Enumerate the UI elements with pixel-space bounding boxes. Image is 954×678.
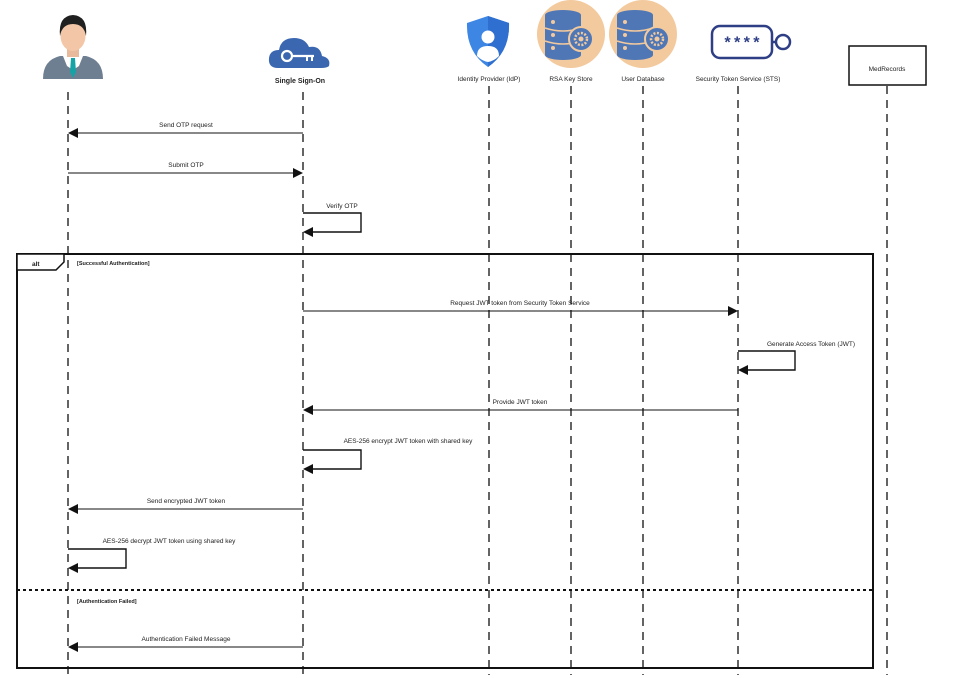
message-label: Submit OTP — [168, 162, 203, 169]
shield-user-icon — [466, 16, 510, 67]
message-label: Send encrypted JWT token — [147, 498, 226, 505]
self-message-loop — [738, 350, 796, 371]
participant-label-rsa: RSA Key Store — [549, 76, 593, 83]
password-key-icon: **** — [710, 24, 792, 60]
message-label: AES-256 decrypt JWT token using shared k… — [103, 538, 237, 545]
arrowhead — [728, 306, 738, 316]
message-label: Generate Access Token (JWT) — [767, 341, 855, 348]
arrowhead — [738, 365, 748, 375]
database-gear-icon — [537, 0, 605, 68]
arrowhead — [303, 464, 313, 474]
arrowhead — [68, 642, 78, 652]
sts-icon-text: **** — [723, 35, 761, 53]
participant-label-userdb: User Database — [621, 76, 665, 83]
arrowhead — [293, 168, 303, 178]
alt-guard-failed: [Authentication Failed] — [77, 599, 137, 605]
alt-guard-success: [Successful Authentication] — [77, 261, 150, 267]
message-label: Verify OTP — [326, 203, 357, 210]
arrowhead — [68, 563, 78, 573]
message-label: Authentication Failed Message — [142, 636, 231, 643]
self-message-loop — [68, 548, 127, 569]
alt-fragment-tab — [16, 253, 65, 271]
arrowhead — [68, 504, 78, 514]
participant-label-sso: Single Sign-On — [275, 78, 325, 85]
message-label: Request JWT token from Security Token Se… — [450, 300, 590, 307]
participant-label-med: MedRecords — [869, 66, 907, 73]
alt-operator: alt — [32, 261, 40, 268]
self-message-loop — [303, 212, 362, 233]
arrowhead — [303, 405, 313, 415]
cloud-key-icon — [268, 38, 330, 68]
message-label: Provide JWT token — [493, 399, 548, 406]
self-message-loop — [303, 449, 362, 470]
arrowhead — [303, 227, 313, 237]
participant-label-idp: Identity Provider (IdP) — [458, 76, 521, 83]
alt-fragment — [16, 253, 874, 669]
participant-box-medrecords — [848, 45, 927, 86]
database-gear-icon — [609, 0, 677, 68]
arrowhead — [68, 128, 78, 138]
participant-label-sts: Security Token Service (STS) — [696, 76, 781, 83]
message-label: Send OTP request — [159, 122, 213, 129]
user-avatar-icon — [43, 15, 103, 79]
message-label: AES-256 encrypt JWT token with shared ke… — [344, 438, 474, 445]
